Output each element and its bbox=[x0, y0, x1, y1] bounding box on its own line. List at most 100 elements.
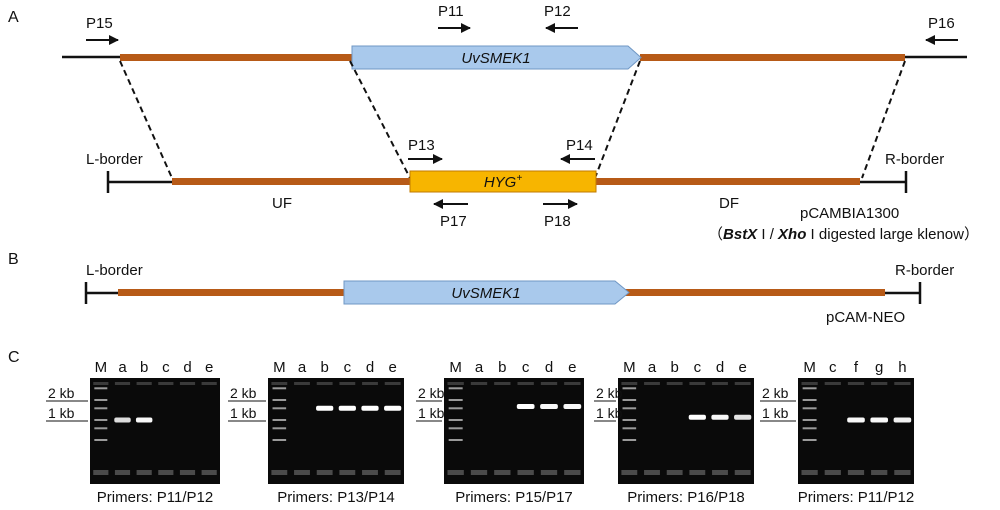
gel-dye-front bbox=[362, 470, 378, 475]
gel-well bbox=[871, 382, 888, 385]
gel-well bbox=[93, 382, 109, 385]
gel-lane-label: c bbox=[522, 359, 530, 376]
gel-dye-front bbox=[114, 470, 131, 475]
sample-band bbox=[135, 417, 153, 423]
gel-well bbox=[564, 382, 581, 385]
gel-well bbox=[644, 382, 660, 385]
hyg-cassette-label: HYG+ bbox=[484, 173, 523, 191]
gel-dye-front bbox=[136, 470, 152, 475]
construct-b-left-flank-bar bbox=[118, 289, 344, 296]
gel-dye-front bbox=[201, 470, 217, 475]
gel-dye-front bbox=[517, 470, 534, 475]
ladder-band bbox=[802, 407, 817, 410]
gel-lane-label: c bbox=[344, 359, 352, 376]
gel-well bbox=[114, 382, 131, 385]
gel-lane-label: M bbox=[803, 359, 816, 376]
ladder-band bbox=[622, 399, 637, 401]
uvsmek1-gene-label: UvSMEK1 bbox=[461, 50, 530, 67]
panel-label-a: A bbox=[8, 9, 19, 26]
gel-dye-front bbox=[564, 470, 581, 475]
gel-dye-front bbox=[847, 470, 865, 475]
gel-lane-label: M bbox=[273, 359, 286, 376]
gel-well bbox=[470, 382, 488, 385]
sample-band bbox=[734, 414, 752, 420]
ladder-band bbox=[94, 439, 108, 441]
sample-band bbox=[893, 417, 912, 423]
hyg-superscript: + bbox=[516, 173, 522, 184]
ladder-band bbox=[622, 407, 637, 410]
size-marker-label: 1 kb bbox=[418, 405, 445, 421]
gel-well bbox=[136, 382, 152, 385]
gel-image-5 bbox=[798, 378, 914, 484]
gel-well bbox=[734, 382, 751, 385]
gel-lane-label: e bbox=[388, 359, 396, 376]
gel-lane-label: h bbox=[898, 359, 906, 376]
gel-dye-front bbox=[93, 470, 109, 475]
gel-well bbox=[666, 382, 683, 385]
primer-p17-label: P17 bbox=[440, 213, 467, 230]
construct-b-gene-arrow bbox=[343, 280, 630, 305]
gel-well bbox=[847, 382, 865, 385]
downstream-flank-bar bbox=[640, 54, 905, 61]
gel-well bbox=[689, 382, 706, 385]
ladder-band bbox=[94, 427, 108, 430]
ladder-band bbox=[272, 387, 287, 390]
gel-dye-front bbox=[824, 470, 841, 475]
sample-band bbox=[316, 405, 334, 411]
gel-lane-label: b bbox=[670, 359, 678, 376]
gel-lane-label: d bbox=[545, 359, 553, 376]
gel-dye-front bbox=[540, 470, 558, 475]
primer-p11-label: P11 bbox=[438, 3, 464, 20]
size-marker-label: 1 kb bbox=[762, 405, 789, 421]
gel-caption: Primers: P16/P18 bbox=[627, 489, 745, 506]
primer-p12-label: P12 bbox=[544, 3, 571, 20]
sample-band bbox=[563, 403, 582, 409]
ladder-band bbox=[622, 387, 637, 390]
gel-well bbox=[339, 382, 356, 385]
gel-lane-label: c bbox=[694, 359, 702, 376]
size-marker-label: 2 kb bbox=[762, 385, 789, 401]
gel-lane-label: a bbox=[475, 359, 484, 376]
gel-dye-front bbox=[316, 470, 333, 475]
uf-flank-bar bbox=[172, 178, 410, 185]
hyg-cassette-box bbox=[409, 170, 597, 193]
sample-band bbox=[540, 403, 558, 409]
size-marker-label: 2 kb bbox=[48, 385, 75, 401]
gel-dye-front bbox=[894, 470, 911, 475]
gel-dye-front bbox=[271, 470, 288, 475]
gel-lane-label: g bbox=[875, 359, 883, 376]
sample-band bbox=[338, 405, 356, 411]
gel-dye-front bbox=[339, 470, 356, 475]
gel-lane-label: a bbox=[118, 359, 127, 376]
construct-b-vector-label: pCAM-NEO bbox=[826, 309, 905, 326]
gel-lane-label: M bbox=[623, 359, 636, 376]
sample-band bbox=[114, 417, 131, 423]
construct-b-l-border-label: L-border bbox=[86, 262, 143, 279]
gel-dye-front bbox=[734, 470, 751, 475]
gel-well bbox=[540, 382, 558, 385]
sample-band bbox=[384, 405, 402, 411]
ladder-band bbox=[272, 439, 287, 441]
gel-caption: Primers: P13/P14 bbox=[277, 489, 395, 506]
gel-lane-label: M bbox=[449, 359, 462, 376]
ladder-band bbox=[802, 387, 817, 390]
size-marker-label: 1 kb bbox=[230, 405, 257, 421]
construct-a-digest-note: （BstX I / Xho I digested large klenow） bbox=[708, 226, 979, 243]
panel-label-c: C bbox=[8, 349, 20, 366]
gel-dye-front bbox=[447, 470, 464, 475]
ladder-band bbox=[448, 407, 463, 410]
gel-dye-front bbox=[470, 470, 488, 475]
ladder-band bbox=[622, 439, 637, 441]
gel-lane-label: M bbox=[95, 359, 108, 376]
sample-band bbox=[516, 403, 535, 409]
crossover-line-1 bbox=[119, 60, 173, 179]
construct-b-right-flank-bar bbox=[624, 289, 885, 296]
ladder-band bbox=[622, 419, 637, 421]
ladder-band bbox=[448, 419, 463, 421]
gel-lane-label: a bbox=[298, 359, 307, 376]
primer-p13-label: P13 bbox=[408, 137, 435, 154]
gel-lane-label: b bbox=[320, 359, 328, 376]
gel-lane-label: d bbox=[183, 359, 191, 376]
